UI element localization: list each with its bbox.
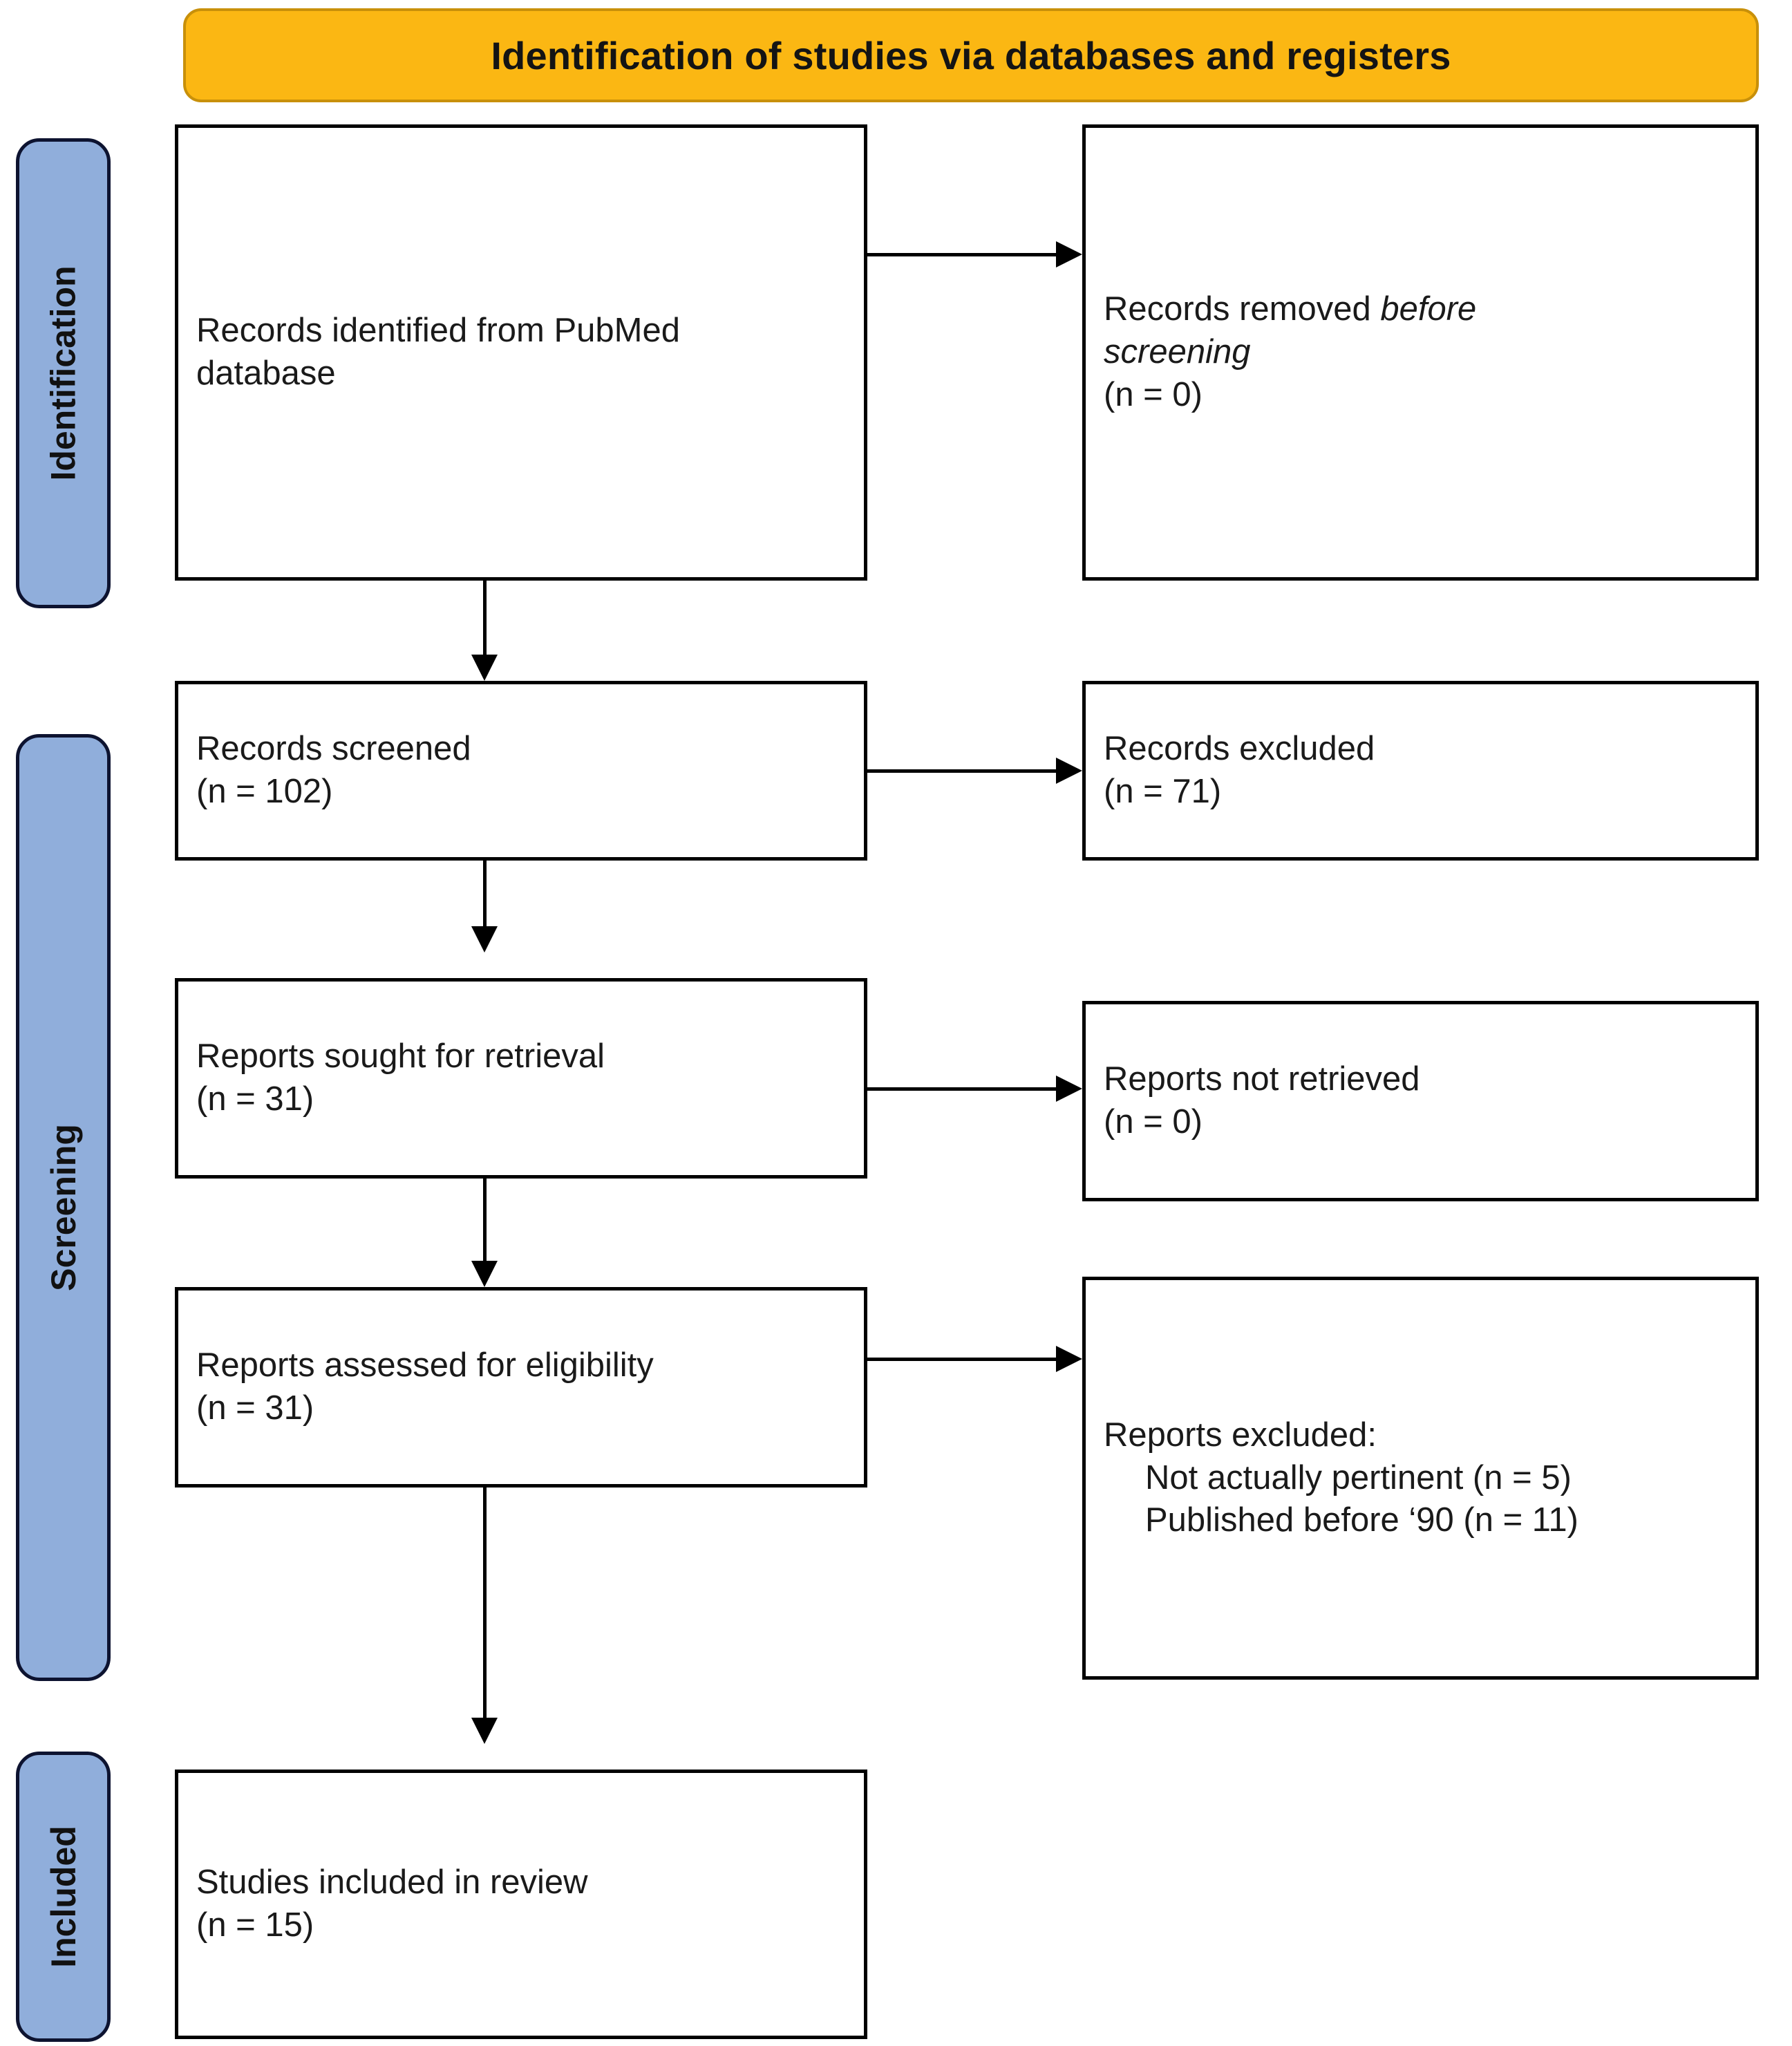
arrowhead-right (1056, 1076, 1082, 1102)
box-line-count: (n = 71) (1104, 773, 1222, 810)
box-records-identified: Records identified from PubMed database (175, 124, 867, 581)
box-line-count: (n = 31) (196, 1389, 314, 1427)
box-line: database (196, 355, 336, 392)
box-reports-sought: Reports sought for retrieval (n = 31) (175, 978, 867, 1179)
stage-label-text: Identification (44, 265, 83, 481)
box-records-removed: Records removed before screening (n = 0) (1082, 124, 1759, 581)
box-line-count: (n = 102) (196, 773, 333, 810)
box-line-count: (n = 0) (1104, 1103, 1202, 1141)
connector-identified-to-screened (483, 581, 487, 655)
box-studies-included: Studies included in review (n = 15) (175, 1770, 867, 2039)
box-line: Records identified from PubMed (196, 312, 680, 350)
stage-label-text: Included (44, 1826, 83, 1968)
box-line-italic: before (1380, 290, 1477, 328)
arrowhead-right (1056, 1346, 1082, 1372)
banner-title: Identification of studies via databases … (491, 33, 1451, 77)
box-records-screened: Records screened (n = 102) (175, 681, 867, 861)
box-line: screening (1104, 331, 1737, 374)
box-line-count: (n = 15) (196, 1906, 314, 1944)
box-reports-excluded-reasons: Reports excluded: Not actually pertinent… (1082, 1277, 1759, 1680)
connector-screened-to-sought (483, 861, 487, 926)
connector-assessed-to-included (483, 1487, 487, 1718)
box-line-reason: Not actually pertinent (n = 5) (1145, 1458, 1572, 1496)
stage-label-text: Screening (44, 1124, 83, 1291)
box-line: Records removed before (1104, 288, 1737, 331)
connector-assessed-to-reports-excluded (867, 1358, 1056, 1361)
box-line: Reports not retrieved (1104, 1060, 1420, 1098)
connector-identified-to-removed (867, 253, 1056, 256)
connector-sought-to-assessed (483, 1179, 487, 1261)
box-line: Studies included in review (196, 1864, 588, 1902)
box-line: Reports assessed for eligibility (196, 1346, 654, 1385)
box-reports-assessed: Reports assessed for eligibility (n = 31… (175, 1287, 867, 1487)
header-banner: Identification of studies via databases … (183, 8, 1759, 102)
box-line-prefix: Records removed (1104, 290, 1381, 328)
stage-label-included: Included (16, 1752, 111, 2042)
connector-screened-to-excluded (867, 769, 1056, 773)
arrowhead-right (1056, 241, 1082, 268)
arrowhead-down (471, 926, 498, 952)
box-line: Records excluded (1104, 730, 1375, 768)
connector-sought-to-not-retrieved (867, 1087, 1056, 1091)
box-line: Reports sought for retrieval (196, 1038, 605, 1076)
box-reports-not-retrieved: Reports not retrieved (n = 0) (1082, 1001, 1759, 1201)
arrowhead-down (471, 1261, 498, 1287)
stage-label-screening: Screening (16, 734, 111, 1681)
box-line: Records screened (196, 730, 471, 768)
box-line: Reports excluded: (1104, 1416, 1377, 1454)
box-line-count: (n = 31) (196, 1080, 314, 1118)
stage-label-identification: Identification (16, 138, 111, 608)
arrowhead-down (471, 655, 498, 681)
box-line-reason: Published before ‘90 (n = 11) (1145, 1501, 1578, 1539)
box-line-count: (n = 0) (1104, 375, 1202, 413)
box-records-excluded: Records excluded (n = 71) (1082, 681, 1759, 861)
arrowhead-down (471, 1718, 498, 1744)
box-line-italic: screening (1104, 333, 1251, 371)
arrowhead-right (1056, 758, 1082, 784)
